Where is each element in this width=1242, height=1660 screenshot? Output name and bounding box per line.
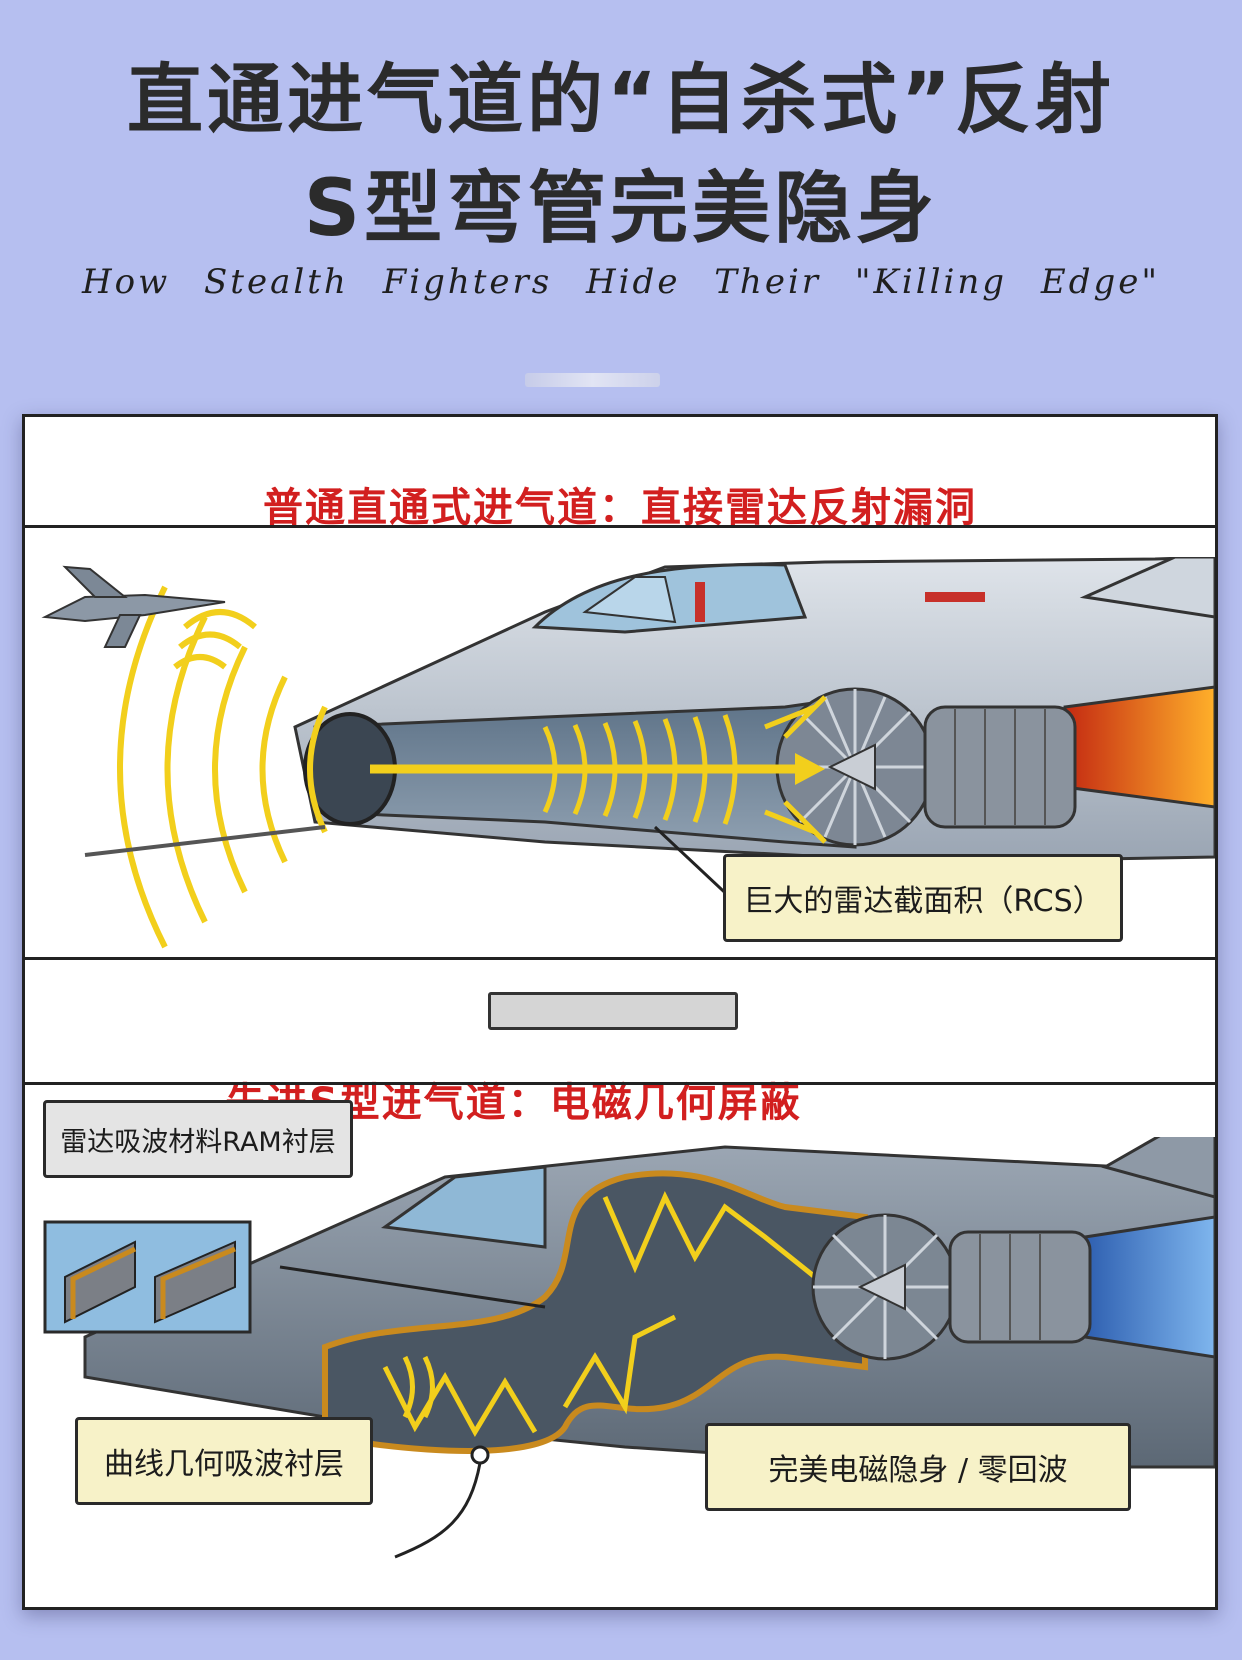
engine-fan-icon <box>811 1213 1092 1361</box>
watermark-smudge <box>525 373 660 387</box>
perfect-stealth-callout: 完美电磁隐身 / 零回波 <box>705 1423 1131 1511</box>
ram-layer-icon <box>43 1220 252 1334</box>
jet-icon <box>41 565 226 648</box>
top-separator <box>25 525 1215 528</box>
curve-geometry-callout: 曲线几何吸波衬层 <box>75 1417 373 1505</box>
bottom-separator <box>25 1082 1215 1085</box>
straight-intake-illustration <box>41 557 1215 949</box>
radar-wave-icon <box>542 695 827 844</box>
page-title-line2: S型弯管完美隐身 <box>303 164 939 254</box>
straight-intake-heading: 普通直通式进气道：直接雷达反射漏洞 <box>263 485 977 531</box>
illustration-panel: 普通直通式进气道：直接雷达反射漏洞 <box>22 414 1218 1610</box>
page-title-line1: 直通进气道的“自杀式”反射 <box>127 55 1115 144</box>
engine-fan-icon <box>775 687 1077 847</box>
s-duct-illustration <box>43 1137 1215 1559</box>
section-divider-tab <box>488 992 738 1030</box>
radar-wave-icon <box>382 1191 817 1438</box>
rcs-callout: 巨大的雷达截面积（RCS） <box>723 854 1123 942</box>
ram-layer-callout: 雷达吸波材料RAM衬层 <box>43 1100 353 1178</box>
page-subtitle: How Stealth Fighters Hide Their "Killing… <box>81 262 1160 302</box>
mid-separator <box>25 957 1215 960</box>
